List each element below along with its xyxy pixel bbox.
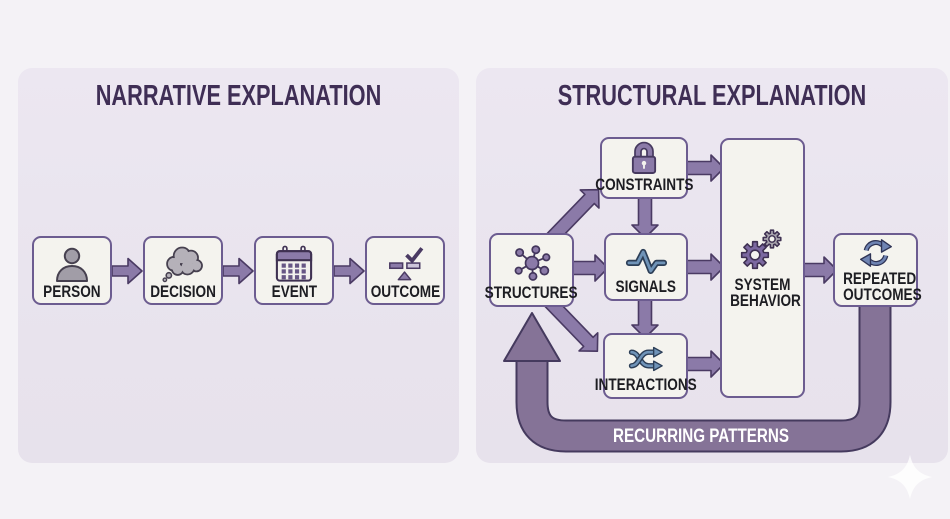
feedback-loop-band (503, 305, 892, 453)
checked-result-icon (389, 246, 424, 281)
structural-title: STRUCTURAL EXPLANATION (557, 80, 867, 112)
structural-connections-svg (503, 154, 892, 453)
step-person: PERSON (32, 236, 112, 305)
arrow-signals-to-interactions (631, 295, 659, 339)
shuffle-icon (628, 346, 663, 372)
arrow-structures-to-interactions (540, 292, 599, 353)
node-repeated-outcomes: REPEATED OUTCOMES (833, 233, 922, 307)
arrow-structures-to-signals (569, 254, 609, 282)
arrow-system-behavior-to-repeated-outcomes (800, 256, 838, 284)
gears-icon (740, 229, 782, 269)
arrow-constraints-to-system-behavior (683, 154, 725, 182)
step-label: EVENT (271, 281, 317, 301)
narrative-flow: PERSON DECISION (18, 236, 459, 305)
calendar-icon (275, 245, 313, 282)
node-label: INTERACTIONS (594, 374, 697, 394)
step-label: OUTCOME (370, 281, 440, 301)
node-label: SIGNALS (615, 276, 677, 296)
arrow-person-to-decision (112, 257, 143, 284)
step-event: EVENT (254, 236, 334, 305)
cycle-icon (859, 238, 892, 267)
arrow-event-to-outcome (334, 257, 365, 284)
network-icon (514, 245, 550, 281)
sparkle-icon (887, 454, 933, 500)
step-outcome: OUTCOME (365, 236, 445, 305)
narrative-title: NARRATIVE EXPLANATION (95, 80, 382, 112)
structural-panel: STRUCTURAL EXPLANATION (476, 68, 948, 463)
node-label: CONSTRAINTS (594, 174, 694, 194)
node-label: SYSTEM BEHAVIOR (730, 274, 801, 310)
node-system-behavior: SYSTEM BEHAVIOR (720, 138, 805, 398)
narrative-panel: NARRATIVE EXPLANATION PERSON (18, 68, 459, 463)
thought-bubble-icon (162, 246, 203, 283)
arrow-decision-to-event (223, 257, 254, 284)
person-icon (56, 247, 88, 282)
node-label: REPEATED OUTCOMES (843, 268, 922, 304)
node-interactions: INTERACTIONS (595, 333, 697, 399)
lock-icon (631, 141, 657, 174)
node-signals: SIGNALS (604, 233, 688, 301)
feedback-loop-label: RECURRING PATTERNS (613, 426, 789, 447)
arrow-constraints-to-signals (631, 193, 659, 239)
waveform-icon (625, 248, 668, 274)
arrow-interactions-to-system-behavior (683, 350, 725, 378)
node-constraints: CONSTRAINTS (595, 137, 693, 199)
step-label: PERSON (43, 281, 101, 301)
node-structures: STRUCTURES (485, 233, 578, 307)
arrow-signals-to-system-behavior (683, 253, 725, 281)
feedback-arrowhead (503, 312, 561, 362)
step-label: DECISION (150, 281, 216, 301)
node-label: STRUCTURES (485, 282, 578, 302)
step-decision: DECISION (143, 236, 223, 305)
